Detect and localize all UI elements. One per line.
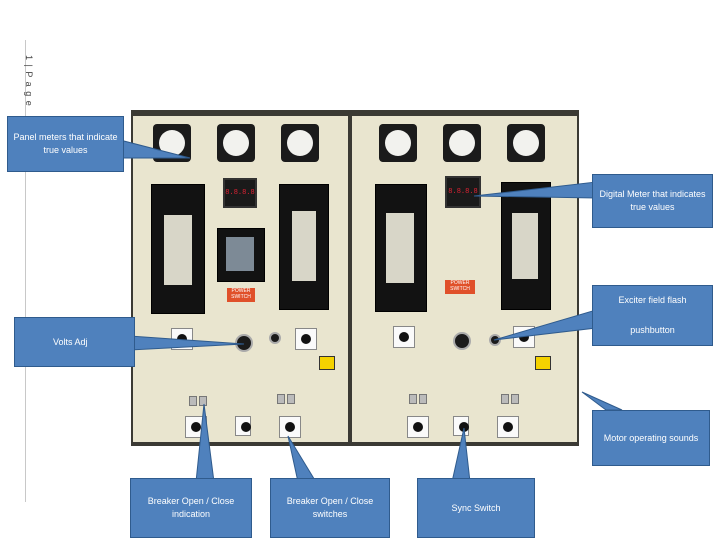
selector-switch <box>393 326 415 348</box>
volts-adj-leader <box>129 335 245 351</box>
sync-switch-leader <box>451 427 471 483</box>
panel-meters-leader <box>119 139 191 159</box>
pushbutton <box>269 332 281 344</box>
warning-label <box>535 356 551 370</box>
panel-meter <box>281 124 319 162</box>
callout-panel-meters: Panel meters that indicate true values <box>7 116 124 172</box>
digital-meter: 8.8.8.8 <box>445 176 481 208</box>
panel-meter <box>217 124 255 162</box>
sync-switch <box>453 416 469 436</box>
breaker-switch <box>279 416 301 438</box>
breaker-switches-leader <box>287 435 317 483</box>
breaker-indicator-led <box>501 394 509 404</box>
breaker-indicator-led <box>409 394 417 404</box>
breaker-indicator-led <box>277 394 285 404</box>
exciter-label-line2: pushbutton <box>630 325 675 335</box>
breaker-indication-leader <box>195 403 215 483</box>
motor-sounds-leader <box>581 391 623 411</box>
breaker-switch <box>497 416 519 438</box>
callout-breaker-indication: Breaker Open / Close indication <box>130 478 252 538</box>
relay-box <box>501 182 551 310</box>
callout-volts-adj: Volts Adj <box>14 317 135 367</box>
page-number-label: 1 | P a g e <box>24 55 34 107</box>
relay-box <box>151 184 205 314</box>
panel-meter <box>507 124 545 162</box>
relay-box <box>375 184 427 312</box>
breaker-indicator-led <box>199 396 207 406</box>
page-margin-line <box>25 40 26 502</box>
selector-switch <box>295 328 317 350</box>
breaker-indicator-led <box>287 394 295 404</box>
callout-sync-switch: Sync Switch <box>417 478 535 538</box>
breaker-switch <box>407 416 429 438</box>
breaker-indicator-led <box>419 394 427 404</box>
relay-box <box>279 184 329 310</box>
exciter-leader <box>493 309 597 341</box>
breaker-indicator-led <box>189 396 197 406</box>
callout-exciter-pushbutton: Exciter field flash pushbutton <box>592 285 713 346</box>
panel-meter <box>379 124 417 162</box>
callout-digital-meter: Digital Meter that indicates true values <box>592 174 713 228</box>
breaker-indicator-led <box>511 394 519 404</box>
exciter-label-line1: Exciter field flash <box>618 295 687 305</box>
callout-breaker-switches: Breaker Open / Close switches <box>270 478 390 538</box>
digital-meter: 8.8.8.8 <box>223 178 257 208</box>
sync-switch <box>235 416 251 436</box>
power-switch-tag: POWER SWITCH <box>227 288 255 302</box>
callout-motor-sounds: Motor operating sounds <box>592 410 710 466</box>
panel-meter <box>443 124 481 162</box>
synchroscope <box>217 228 265 282</box>
warning-label <box>319 356 335 370</box>
volts-adj-knob <box>453 332 471 350</box>
power-switch-tag: POWER SWITCH <box>445 280 475 294</box>
control-panel-photo: 8.8.8.8 8.8.8.8 POWER SWITCH POWER SWITC… <box>131 110 579 446</box>
digital-meter-leader <box>473 181 597 199</box>
